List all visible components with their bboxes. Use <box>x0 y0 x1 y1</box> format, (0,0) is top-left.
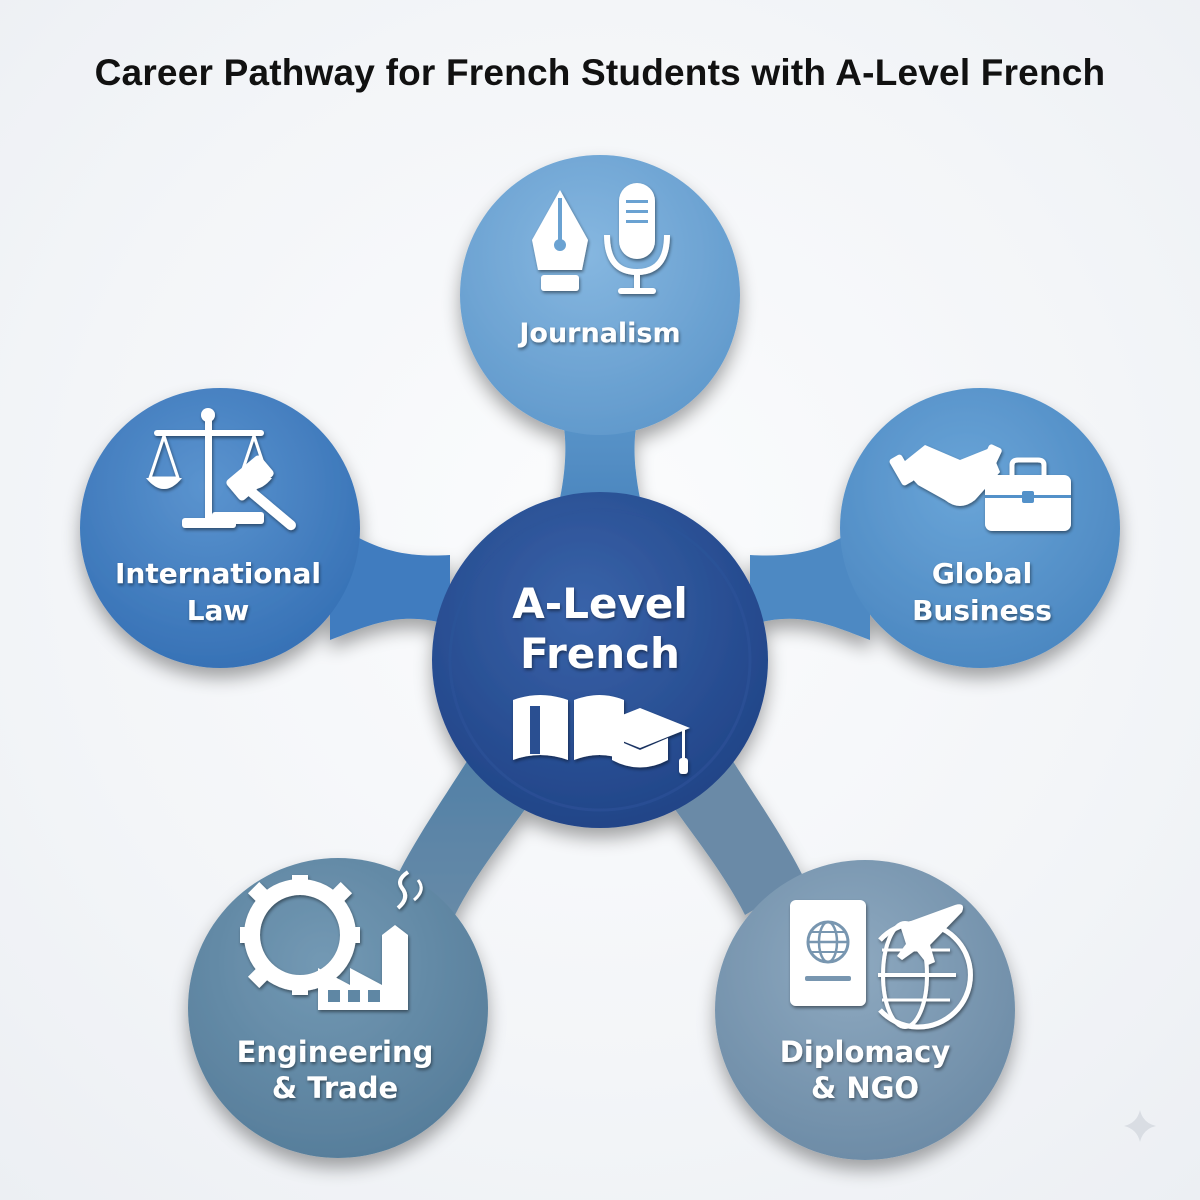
briefcase-icon <box>985 457 1071 531</box>
passport-icon <box>790 900 866 1006</box>
business-label-line1: Global <box>932 557 1032 590</box>
engineering-label-line2: & Trade <box>272 1071 398 1105</box>
pen-nib-icon <box>532 190 588 291</box>
law-label-line1: International <box>115 557 321 590</box>
center-label-line1: A-Level <box>512 579 687 628</box>
gear-icon <box>240 875 360 995</box>
connector-business <box>750 520 870 640</box>
handshake-icon <box>889 444 1002 506</box>
page-title: Career Pathway for French Students with … <box>94 52 1106 93</box>
center-label-line2: French <box>520 629 680 678</box>
journalism-label: Journalism <box>517 318 680 349</box>
globe-plane-icon <box>878 904 973 1030</box>
diplomacy-label-line1: Diplomacy <box>780 1035 951 1069</box>
diplomacy-label-line2: & NGO <box>811 1071 919 1105</box>
factory-icon <box>318 870 423 1010</box>
business-label-line2: Business <box>912 594 1052 627</box>
law-label-line2: Law <box>187 594 250 627</box>
gavel-icon <box>212 455 296 531</box>
sparkle-icon <box>1124 1110 1156 1142</box>
node-journalism[interactable] <box>460 155 740 435</box>
microphone-icon <box>604 183 670 294</box>
book-graduation-cap-icon <box>513 695 690 774</box>
engineering-label-line1: Engineering <box>237 1035 434 1069</box>
connector-law <box>330 520 450 640</box>
